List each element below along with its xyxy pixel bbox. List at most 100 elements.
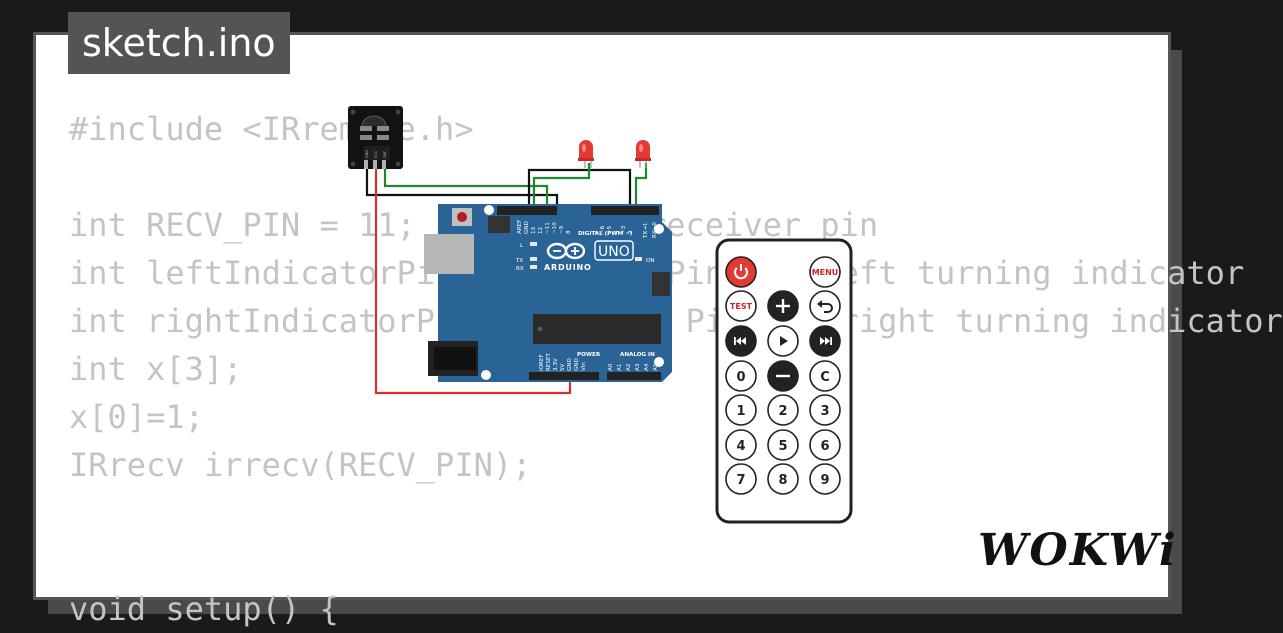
icsp-header [488,216,510,233]
pin-label: GND [574,358,580,371]
pin-label: A1 [617,363,623,371]
remote-button-label: 8 [778,473,787,488]
ir-receiver[interactable]: GND VCC DAT [348,106,403,169]
pin-label: A3 [635,363,641,371]
remote-button-label: 5 [778,439,787,454]
led-label: TX [515,258,523,264]
pin-label: 12 [538,227,544,234]
led-tx-indicator [530,257,537,261]
pin-label: 4 [614,230,620,234]
remote-button-2[interactable]: 2 [767,394,799,426]
pin-label: ~6 [600,225,606,234]
code-line: IRrecv irrecv(RECV_PIN); [69,446,532,484]
pin-label: ~9 [559,225,565,234]
pin-label: IOREF [539,354,545,371]
pin-label: ~11 [545,222,551,234]
back-arrow-icon [817,300,833,313]
code-line: int x[3]; [69,350,243,388]
led-rx-indicator [530,265,537,269]
pin-label: 2 [628,230,634,234]
remote-button-label: TEST [730,302,753,311]
wires [365,163,648,395]
pin-label: ~5 [607,225,613,234]
previous-track-icon [734,337,746,345]
pin-label: GND [567,358,573,371]
digital-header-left [497,206,557,215]
remote-button-6[interactable]: 6 [809,429,841,461]
pin-label: A4 [644,363,650,371]
remote-button-label: 6 [820,439,829,454]
pin-label: TX→1 [643,222,649,239]
power-header [529,372,599,380]
next-track-button[interactable] [809,325,841,357]
remote-button-7[interactable]: 7 [725,463,757,495]
ir-pin-label: DAT [383,150,387,158]
pin-label: A2 [626,364,632,371]
pin-label: 13 [531,226,537,234]
usb-port [424,234,474,274]
remote-button-test[interactable]: TEST [725,290,757,322]
file-tab[interactable]: sketch.ino [68,12,290,74]
remote-button-4[interactable]: 4 [725,429,757,461]
analog-label: ANALOG IN [620,352,655,358]
wire-led-ground[interactable] [527,168,632,206]
led-left[interactable] [578,140,594,168]
pin-label: 3.3V [553,358,559,371]
pin-label: RX←0 [652,222,658,238]
remote-button-1[interactable]: 1 [725,394,757,426]
pin-label: 5V [560,363,566,371]
back-arrow-button[interactable] [809,290,841,322]
pin-label: A5 [653,363,659,371]
board-brand: ARDUINO [544,263,592,272]
wire-vcc[interactable] [374,168,572,395]
previous-track-button[interactable] [725,325,757,357]
remote-button-menu[interactable]: MENU [809,256,841,288]
pin-label: AREF [517,220,523,234]
pin-label: 8 [566,230,572,234]
power-icon [734,264,748,280]
plus-icon [776,299,790,313]
pin-label: RESET [546,352,552,371]
power-button[interactable] [725,256,757,288]
remote-buttons: MENU TEST 0 C 1 2 3 4 5 6 7 8 9 [725,256,841,495]
remote-button-label: 7 [736,473,745,488]
remote-button-0[interactable]: 0 [725,360,757,392]
pin-label: Vin [581,362,587,371]
wire-gnd[interactable] [365,168,559,206]
arduino-logo-icon [546,242,586,260]
wire-led-right[interactable] [634,163,648,206]
remote-button-label: 2 [778,404,787,419]
led-label: L [520,243,524,249]
board-model: UNO [598,244,630,260]
digital-header-right [591,206,659,215]
pin-label: ~3 [621,225,627,234]
remote-button-8[interactable]: 8 [767,463,799,495]
ir-remote[interactable]: MENU TEST 0 C 1 2 3 4 5 6 7 8 9 [715,238,853,524]
icsp-header-2 [652,272,670,296]
on-label: ON [646,258,655,264]
code-line: void setup() { [69,590,339,628]
circuit-diagram: GND VCC DAT [348,106,853,524]
wire-led-left[interactable] [532,163,591,206]
led-label: RX [516,266,524,272]
wire-signal[interactable] [383,168,549,206]
remote-button-label: 0 [736,370,745,385]
remote-button-9[interactable]: 9 [809,463,841,495]
led-right[interactable] [635,140,651,168]
wokwi-logo: WOKWi [978,525,1178,576]
remote-button-label: 4 [736,439,745,454]
remote-button-3[interactable]: 3 [809,394,841,426]
plus-button[interactable] [767,290,799,322]
analog-header [607,372,661,380]
minus-button[interactable] [767,360,799,392]
play-button[interactable] [767,325,799,357]
remote-button-5[interactable]: 5 [767,429,799,461]
pin-label: ~10 [552,222,558,234]
play-icon [780,336,788,346]
pin-label: GND [524,221,530,234]
remote-button-c[interactable]: C [809,360,841,392]
arduino-uno[interactable]: AREF GND 13 12 ~11 ~10 ~9 8 7 ~6 ~5 4 ~3… [424,204,672,382]
code-line: x[0]=1; [69,398,204,436]
ir-pin-label: GND [365,150,369,158]
pin-label: 7 [593,230,599,234]
